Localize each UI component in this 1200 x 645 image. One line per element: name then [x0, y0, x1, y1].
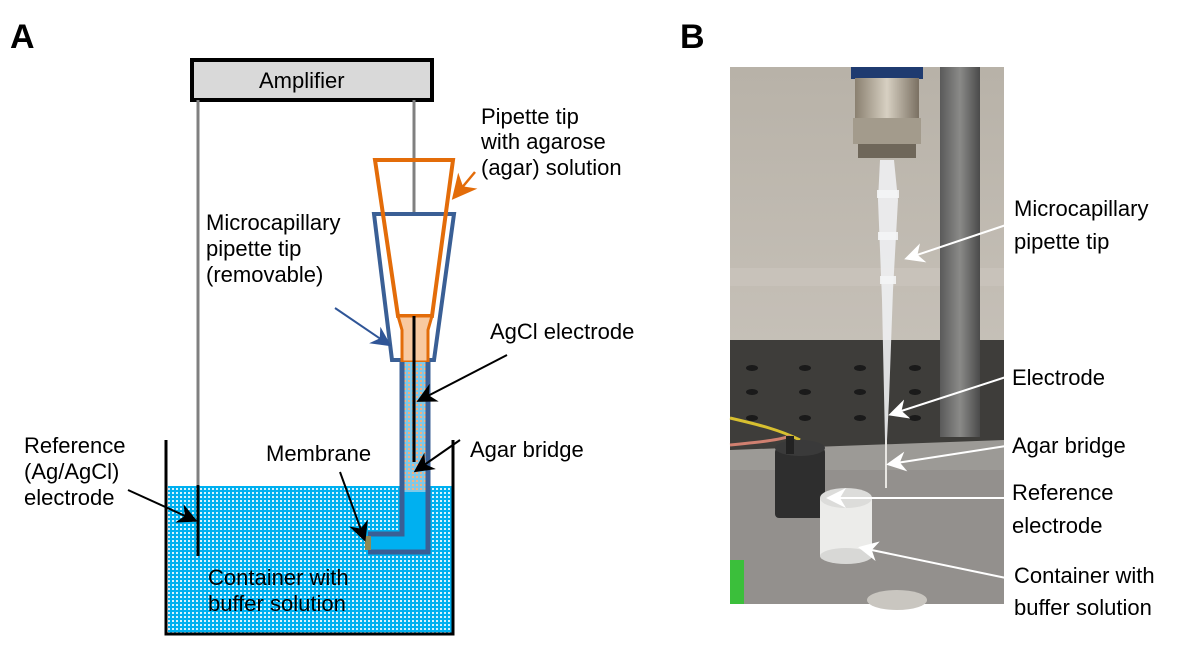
arrow-membrane	[339, 471, 368, 542]
label-b-electrode: Electrode	[1012, 365, 1105, 390]
label-agar-bridge: Agar bridge	[470, 437, 584, 462]
arrow-agcl-electrode	[416, 354, 508, 402]
arrow-b-agar-bridge	[886, 445, 1007, 472]
arrow-agarose-tip	[451, 171, 478, 200]
label-line: electrode	[24, 485, 115, 510]
label-line: with agarose	[481, 129, 606, 154]
arrow-microcapillary	[334, 307, 392, 347]
arrow-b-container	[858, 541, 1007, 579]
label-line: Microcapillary	[1014, 196, 1149, 221]
panel-b-photo	[729, 67, 1004, 610]
label-b-agar-bridge: Agar bridge	[1012, 433, 1126, 458]
label-line: Container with	[208, 565, 349, 590]
label-line: Container with	[1014, 563, 1155, 588]
label-line: Reference	[1012, 480, 1114, 505]
label-line: (Ag/AgCl)	[24, 459, 120, 484]
amplifier-box	[190, 58, 434, 102]
label-line: Pipette tip	[481, 104, 579, 129]
label-line: Reference	[24, 433, 126, 458]
label-line: (removable)	[206, 262, 324, 287]
arrow-b-electrode	[888, 376, 1007, 419]
microcapillary-tip	[371, 212, 457, 362]
arrow-b-microcapillary	[904, 224, 1007, 263]
label-agcl-electrode: AgCl electrode	[490, 319, 635, 344]
arrow-agar-bridge	[413, 439, 461, 473]
label-line: pipette tip	[206, 236, 302, 261]
arrow-reference	[127, 489, 198, 523]
membrane	[365, 536, 371, 550]
label-line: pipette tip	[1014, 229, 1110, 254]
label-membrane: Membrane	[266, 441, 372, 466]
amplifier-label: Amplifier	[259, 68, 345, 93]
panel-b-letter: B	[680, 18, 705, 56]
label-line: (agar) solution	[481, 155, 622, 180]
label-line: electrode	[1012, 513, 1103, 538]
panel-a-letter: A	[10, 18, 35, 56]
label-line: buffer solution	[208, 591, 346, 616]
label-line: Microcapillary	[206, 210, 341, 235]
label-line: buffer solution	[1014, 595, 1152, 620]
